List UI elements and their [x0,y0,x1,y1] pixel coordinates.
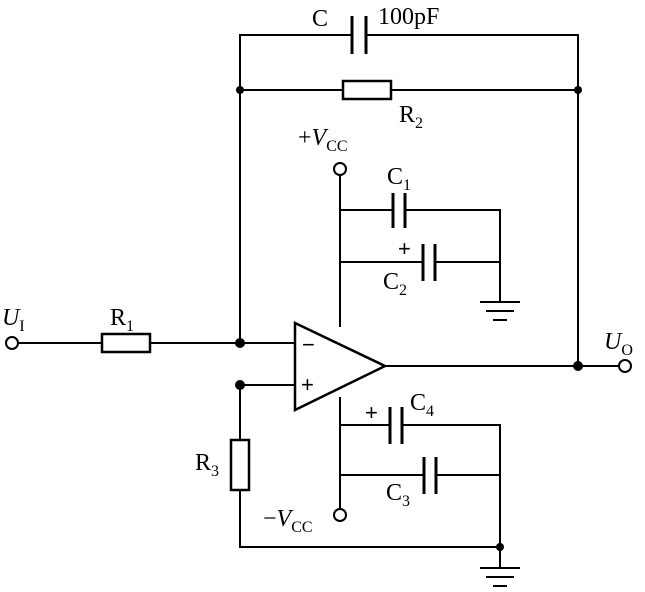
label-vcc-pos: +VCC [298,125,348,155]
label-r3: R3 [195,450,219,480]
label-c1: C1 [387,164,411,194]
label-c-value: 100pF [378,4,439,30]
junction-dot-r2-left [236,86,244,94]
capacitor-c4 [388,407,404,444]
resistor-r1 [100,332,152,354]
capacitor-c3 [422,457,438,494]
junction-dot-r2-right [574,86,582,94]
label-vcc-neg: −VCC [263,506,313,536]
label-c4: C4 [410,390,434,420]
wires [17,34,621,569]
resistor-r2 [341,79,393,101]
opamp-inverting-sign: − [302,332,315,357]
terminal-vcc-pos [333,162,347,176]
c2-polarity-sign: + [398,236,411,261]
junction-dot-output [573,361,583,371]
label-uo: UO [604,329,633,359]
capacitor-c2 [421,244,437,281]
junction-dot-ground [496,543,504,551]
junction-dot-inverting [235,338,245,348]
label-r1: R1 [110,305,134,335]
terminal-vcc-neg [333,508,347,522]
label-c2: C2 [383,269,407,299]
label-ui: UI [2,305,25,335]
capacitor-c1 [391,193,407,228]
resistor-r3 [229,438,251,492]
terminal-input [5,336,19,350]
ground-symbol-upper [480,301,520,321]
c4-polarity-sign: + [365,400,378,425]
ground-symbol-lower [480,567,520,587]
label-r2: R2 [399,102,423,132]
junction-dot-noninverting [235,380,245,390]
opamp-noninverting-sign: + [301,372,314,397]
opamp-triangle [293,321,388,413]
capacitor-c [350,16,368,54]
terminal-output [618,359,632,373]
label-c: C [312,6,328,32]
label-c3: C3 [386,480,410,510]
